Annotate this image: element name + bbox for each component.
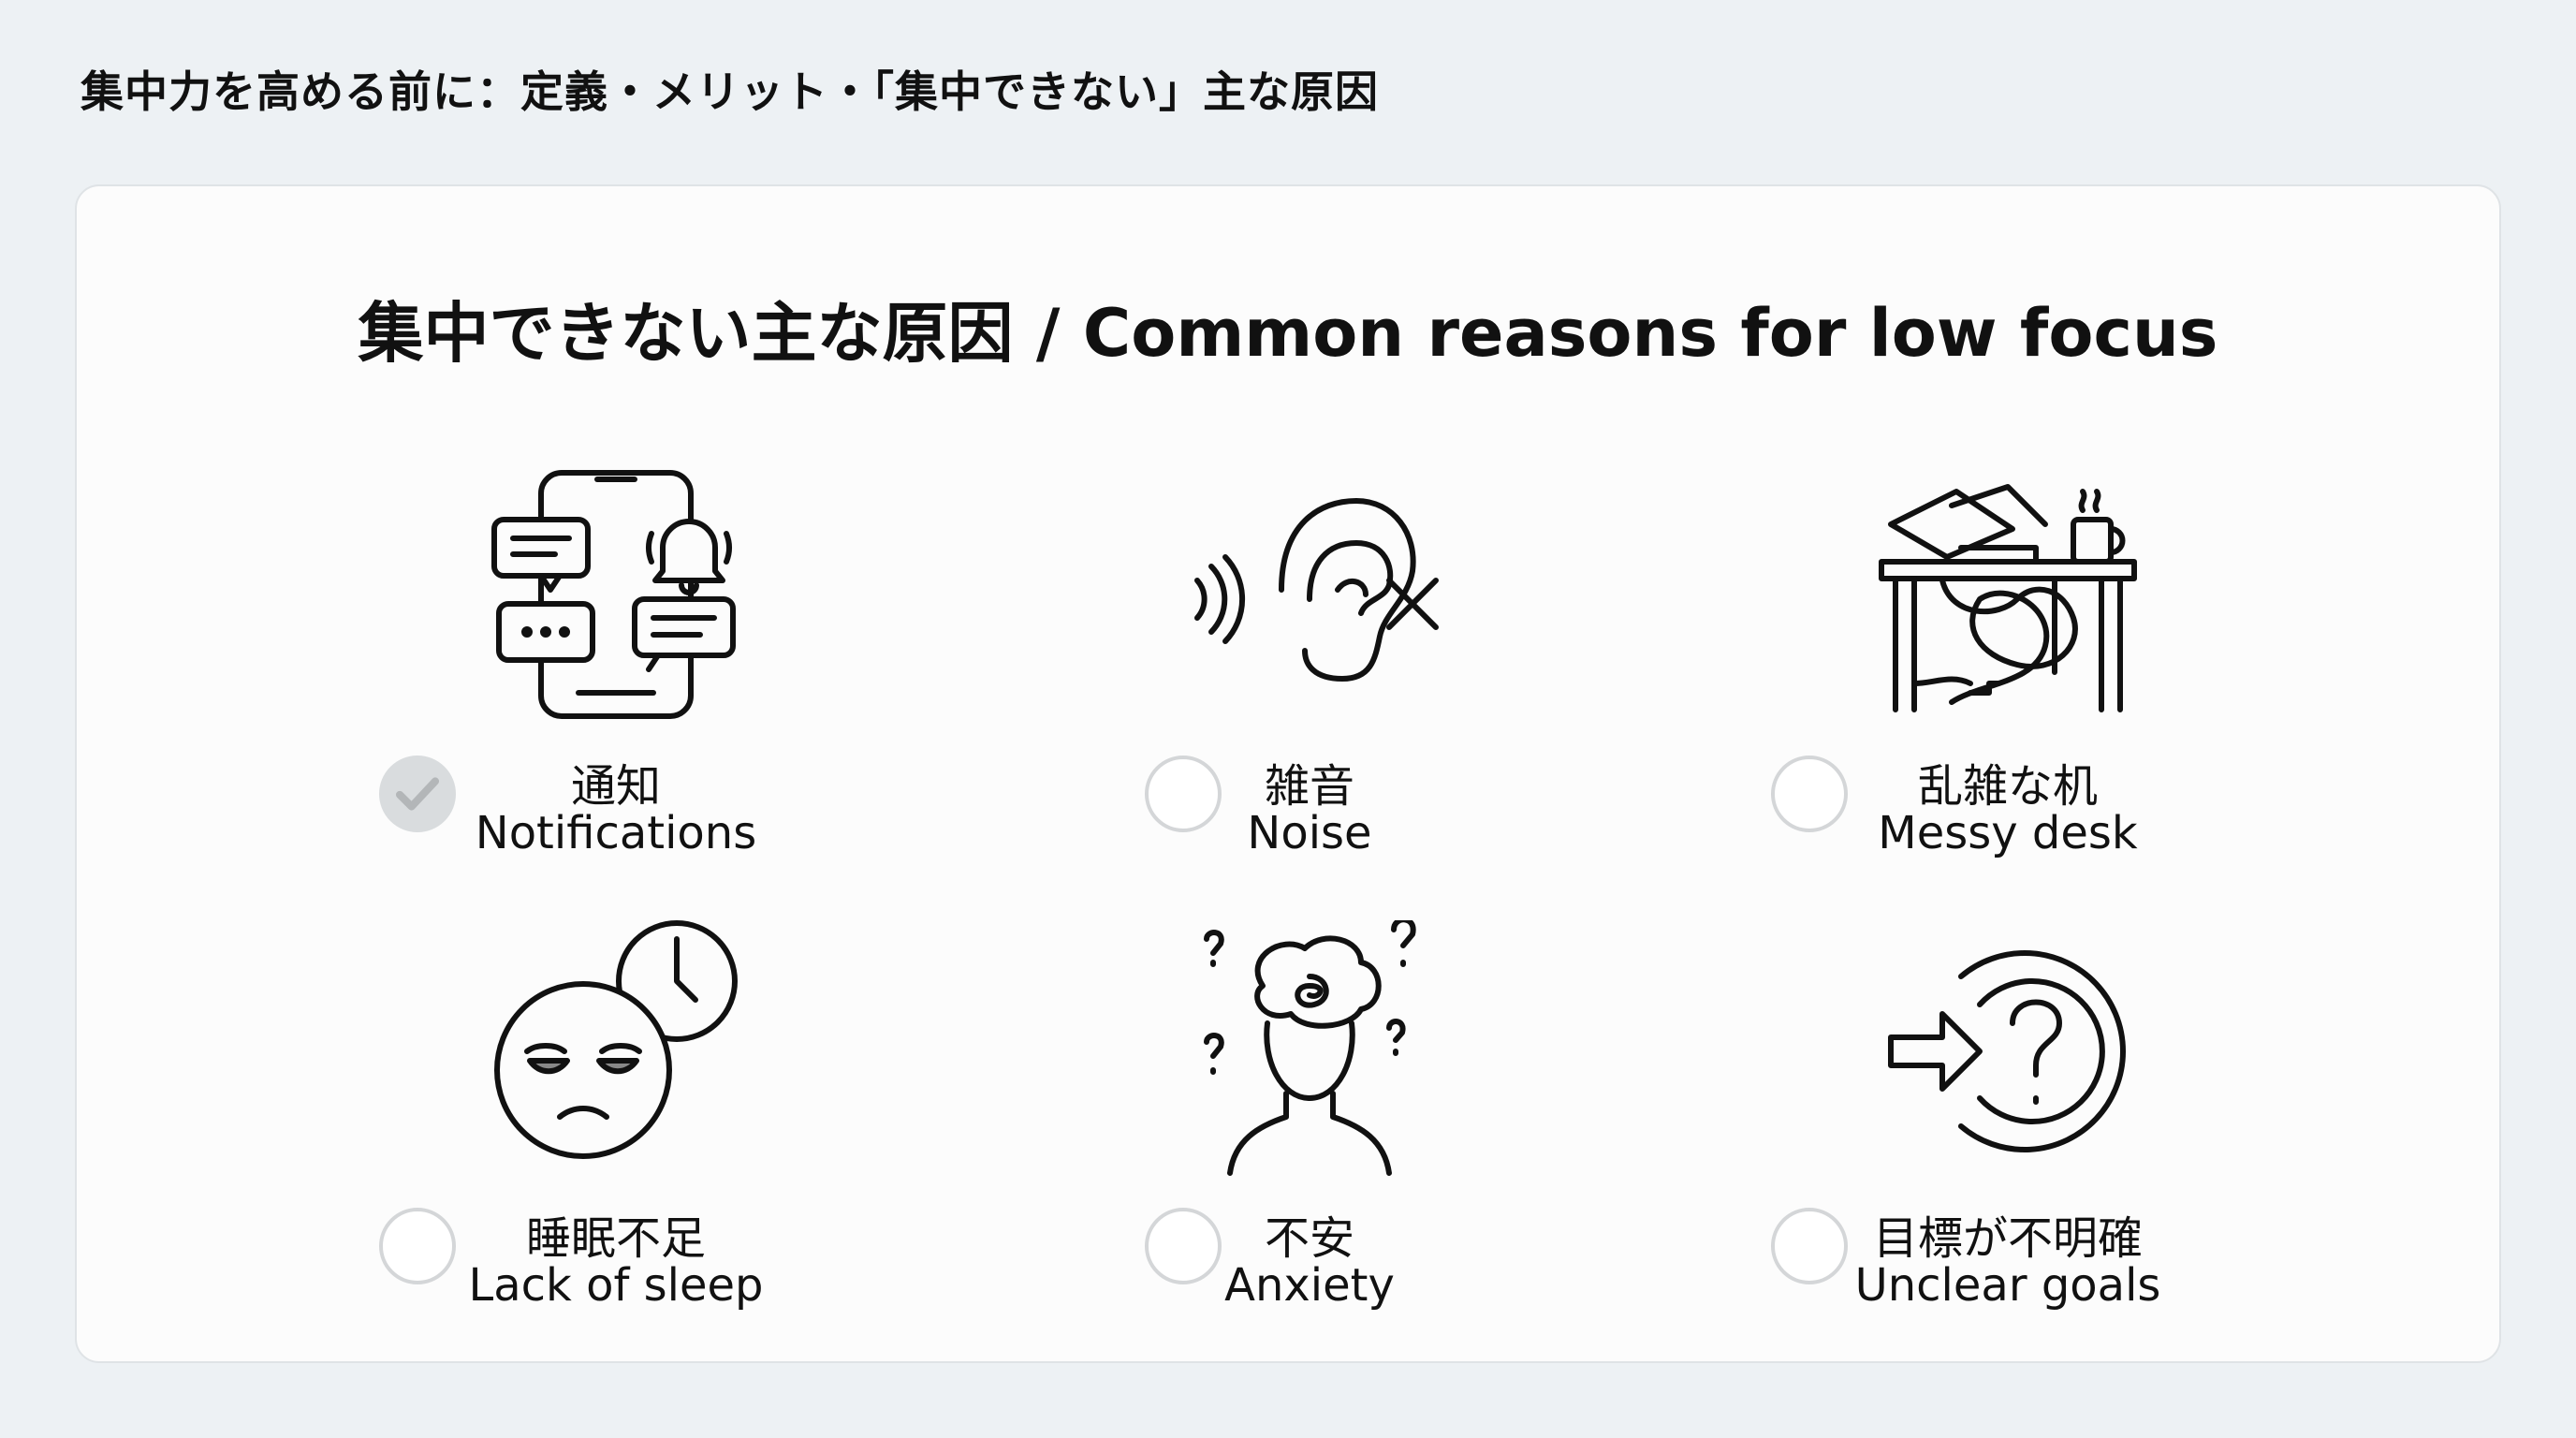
reason-noise: 雑音 Noise [982, 468, 1637, 974]
ear-noise-icon [1178, 468, 1441, 730]
tired-face-clock-icon [485, 920, 747, 1182]
page-title: 集中力を高める前に：定義・メリット・「集中できない」主な原因 [80, 66, 1379, 117]
reason-en-label: Noise [1247, 807, 1372, 859]
reason-jp-label: 通知 [570, 760, 661, 813]
card-title: 集中できない主な原因 / Common reasons for low focu… [358, 295, 2218, 372]
reason-en-label: Anxiety [1224, 1259, 1395, 1312]
reason-jp-label: 乱雑な机 [1917, 760, 2098, 813]
checkbox-notifications[interactable] [379, 756, 456, 832]
reason-jp-label: 不安 [1264, 1212, 1354, 1265]
reason-notifications: 通知 Notifications [288, 468, 944, 974]
reason-anxiety: 不安 Anxiety [982, 917, 1637, 1426]
reason-messy-desk: 乱雑な机 Messy desk [1680, 468, 2335, 974]
reason-en-label: Messy desk [1878, 807, 2138, 859]
checkmark-icon [395, 777, 440, 811]
unclear-target-icon [1877, 920, 2139, 1182]
anxious-head-icon [1178, 917, 1441, 1182]
reason-jp-label: 睡眠不足 [525, 1212, 706, 1265]
checkbox-unclear-goals[interactable] [1771, 1208, 1848, 1284]
phone-notifications-icon [485, 468, 747, 730]
reason-en-label: Unclear goals [1854, 1259, 2161, 1312]
reason-en-label: Notifications [475, 807, 757, 859]
checkbox-lack-of-sleep[interactable] [379, 1208, 456, 1284]
reasons-card [75, 184, 2501, 1363]
reason-jp-label: 雑音 [1264, 760, 1354, 813]
checkbox-anxiety[interactable] [1145, 1208, 1222, 1284]
reason-jp-label: 目標が不明確 [1872, 1212, 2143, 1265]
reason-lack-of-sleep: 睡眠不足 Lack of sleep [288, 920, 944, 1426]
messy-desk-icon [1877, 468, 2139, 730]
checkbox-messy-desk[interactable] [1771, 756, 1848, 832]
reason-en-label: Lack of sleep [468, 1259, 764, 1312]
checkbox-noise[interactable] [1145, 756, 1222, 832]
reason-unclear-goals: 目標が不明確 Unclear goals [1680, 920, 2335, 1426]
